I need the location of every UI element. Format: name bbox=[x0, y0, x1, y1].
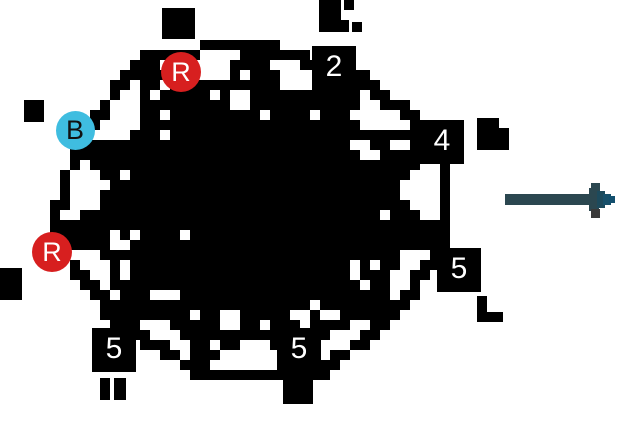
node-number-5-right: 5 bbox=[450, 252, 468, 285]
node-number-2: 2 bbox=[325, 50, 343, 83]
node-number-5-bottom-mid: 5 bbox=[290, 332, 308, 365]
node-number-5-bottom-left: 5 bbox=[105, 332, 123, 365]
node-badge-r-left[interactable]: R bbox=[32, 232, 72, 272]
arrow-pointer-icon[interactable] bbox=[505, 183, 615, 219]
node-badge-b[interactable]: B bbox=[55, 110, 95, 150]
node-badge-r-top[interactable]: R bbox=[161, 52, 201, 92]
node-number-4: 4 bbox=[433, 124, 451, 157]
arrow-shape bbox=[505, 183, 615, 218]
